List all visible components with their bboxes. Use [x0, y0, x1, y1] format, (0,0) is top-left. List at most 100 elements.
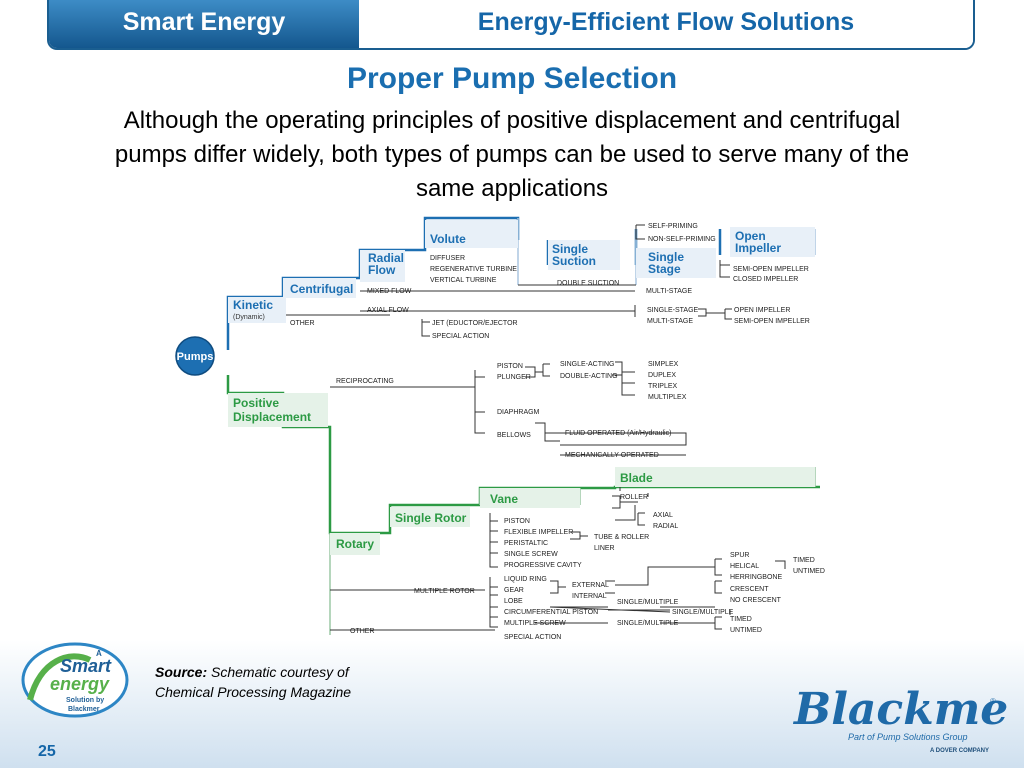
label-triplex: TRIPLEX: [648, 383, 678, 390]
label-multiple-screw: MULTIPLE SCREW: [504, 620, 566, 627]
label-crescent: CRESCENT: [730, 586, 769, 593]
header-section-title: Smart Energy: [49, 0, 359, 48]
label-single-multiple-1: SINGLE/MULTIPLE: [617, 599, 679, 606]
label-herringbone: HERRINGBONE: [730, 574, 782, 581]
label-circumferential-piston: CIRCUMFERENTIAL PISTON: [504, 609, 598, 616]
label-progressive-cavity: PROGRESSIVE CAVITY: [504, 562, 582, 569]
node-single-suction-2: Suction: [552, 254, 596, 268]
node-positive-displacement-1: Positive: [233, 396, 279, 410]
smart-energy-logo-smart: Smart: [60, 656, 112, 676]
label-jet-eductor: JET (EDUCTOR/EJECTOR: [432, 320, 518, 327]
smart-energy-logo: A Smart energy Solution by Blackmer: [21, 642, 129, 718]
label-regenerative-turbine: REGENERATIVE TURBINE: [430, 266, 517, 273]
blackmer-logo: Blackmer ® Part of Pump Solutions Group …: [792, 684, 1010, 754]
label-other-2: OTHER: [350, 628, 375, 635]
label-multi-stage-2: MULTI-STAGE: [647, 318, 693, 325]
pump-classification-diagram: Pumps Kinetic (Dynamic) Centrifugal Radi…: [175, 216, 825, 641]
label-single-acting: SINGLE-ACTING: [560, 361, 614, 368]
label-axial-flow: AXIAL FLOW: [367, 307, 409, 314]
label-timed-2: TIMED: [730, 616, 752, 623]
label-axial: AXIAL: [653, 512, 673, 519]
node-rotary: Rotary: [336, 537, 374, 551]
slide-title: Proper Pump Selection: [346, 62, 678, 95]
label-reciprocating: RECIPROCATING: [336, 378, 394, 385]
label-single-multiple-2: SINGLE/MULTIPLE: [672, 609, 734, 616]
blackmer-logo-word: Blackmer: [792, 684, 1010, 735]
label-mixed-flow: MIXED FLOW: [367, 288, 412, 295]
header-topic-title: Energy-Efficient Flow Solutions: [359, 0, 973, 48]
label-external: EXTERNAL: [572, 582, 609, 589]
label-self-priming: SELF-PRIMING: [648, 223, 698, 230]
label-single-stage: SINGLE-STAGE: [647, 307, 699, 314]
label-no-crescent: NO CRESCENT: [730, 597, 782, 604]
node-single-suction-1: Single: [552, 242, 588, 256]
blackmer-logo-tagline: Part of Pump Solutions Group: [848, 732, 968, 742]
label-untimed-2: UNTIMED: [730, 627, 762, 634]
label-liner: LINER: [594, 545, 615, 552]
label-diaphragm: DIAPHRAGM: [497, 409, 540, 416]
slide-body-text: Although the operating principles of pos…: [114, 107, 910, 202]
label-multi-stage: MULTI-STAGE: [646, 288, 692, 295]
label-double-acting: DOUBLE-ACTING: [560, 373, 618, 380]
smart-energy-logo-solution-1: Solution by: [66, 697, 104, 704]
node-radial-flow-2: Flow: [368, 263, 396, 277]
label-gear: GEAR: [504, 587, 524, 594]
node-kinetic-sub: (Dynamic): [233, 314, 265, 321]
label-diffuser: DIFFUSER: [430, 255, 465, 262]
label-peristaltic: PERISTALTIC: [504, 540, 548, 547]
node-pumps: Pumps: [177, 351, 214, 363]
label-semi-open-impeller-2: SEMI-OPEN IMPELLER: [734, 318, 810, 325]
slide-header: Smart Energy Energy-Efficient Flow Solut…: [47, 0, 975, 50]
label-internal: INTERNAL: [572, 593, 607, 600]
source-line-1: Schematic courtesy of: [211, 664, 349, 680]
smart-energy-logo-a: A: [96, 649, 102, 658]
label-bellows: BELLOWS: [497, 432, 531, 439]
label-roller: ROLLER: [620, 494, 648, 501]
slide-background-gradient: [0, 640, 1024, 768]
label-radial: RADIAL: [653, 523, 678, 530]
node-blade: Blade: [620, 471, 653, 485]
label-tube-roller: TUBE & ROLLER: [594, 534, 649, 541]
label-non-self-priming: NON-SELF-PRIMING: [648, 236, 716, 243]
label-special-action-2: SPECIAL ACTION: [504, 634, 561, 641]
label-timed: TIMED: [793, 557, 815, 564]
smart-energy-logo-solution-2: Blackmer: [68, 706, 100, 713]
label-piston-rotary: PISTON: [504, 518, 530, 525]
label-lobe: LOBE: [504, 598, 523, 605]
node-centrifugal: Centrifugal: [290, 282, 353, 296]
label-single-multiple-3: SINGLE/MULTIPLE: [617, 620, 679, 627]
blackmer-logo-registered: ®: [990, 697, 996, 706]
page-number: 25: [38, 743, 56, 760]
node-kinetic: Kinetic: [233, 298, 273, 312]
label-piston: PISTON: [497, 363, 523, 370]
node-volute: Volute: [430, 232, 466, 246]
node-single-rotor: Single Rotor: [395, 511, 467, 525]
node-radial-flow-1: Radial: [368, 251, 404, 265]
source-label: Source:: [155, 664, 208, 680]
label-closed-impeller: CLOSED IMPELLER: [733, 276, 798, 283]
label-helical: HELICAL: [730, 563, 759, 570]
label-fluid-operated: FLUID OPERATED (Air/Hydraulic): [565, 430, 671, 437]
source-caption: Source: Schematic courtesy of Chemical P…: [155, 662, 351, 702]
label-special-action: SPECIAL ACTION: [432, 333, 489, 340]
node-positive-displacement-2: Displacement: [233, 410, 311, 424]
label-liquid-ring: LIQUID RING: [504, 576, 547, 583]
label-multiple-rotor: MULTIPLE ROTOR: [414, 588, 475, 595]
label-multiplex: MULTIPLEX: [648, 394, 687, 401]
node-vane: Vane: [490, 492, 518, 506]
node-open-impeller-2: Impeller: [735, 241, 781, 255]
label-semi-open-impeller: SEMI-OPEN IMPELLER: [733, 266, 809, 273]
label-spur: SPUR: [730, 552, 749, 559]
node-single-stage-2: Stage: [648, 262, 681, 276]
label-mechanically-operated: MECHANICALLY OPERATED: [565, 452, 659, 459]
label-plunger: PLUNGER: [497, 374, 531, 381]
node-single-stage-1: Single: [648, 250, 684, 264]
label-untimed: UNTIMED: [793, 568, 825, 575]
blackmer-logo-dover: A DOVER COMPANY: [930, 748, 989, 754]
label-duplex: DUPLEX: [648, 372, 676, 379]
label-open-impeller: OPEN IMPELLER: [734, 307, 790, 314]
source-line-2: Chemical Processing Magazine: [155, 684, 352, 700]
node-open-impeller-1: Open: [735, 229, 766, 243]
label-flexible-impeller: FLEXIBLE IMPELLER: [504, 529, 573, 536]
label-simplex: SIMPLEX: [648, 361, 679, 368]
